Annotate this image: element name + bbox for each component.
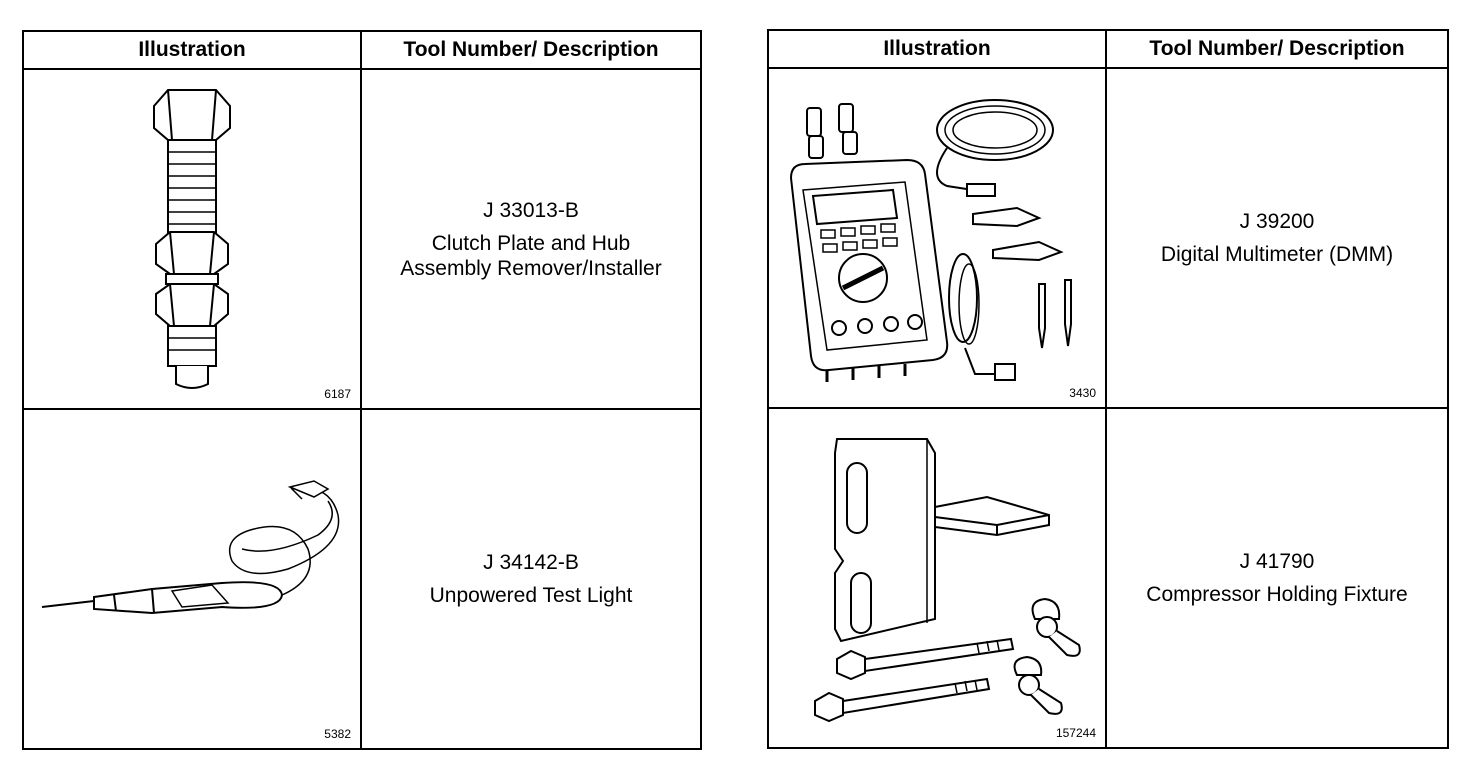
description-cell: J 39200 Digital Multimeter (DMM) — [1105, 67, 1449, 409]
tool-number: J 33013-B — [483, 198, 579, 222]
table-row: 5382 J 34142-B Unpowered Test Light — [22, 408, 702, 750]
table-row: 6187 J 33013-B Clutch Plate and Hub Asse… — [22, 68, 702, 410]
column-header-tool-description: Tool Number/ Description — [1105, 29, 1449, 69]
figure-number: 6187 — [324, 387, 351, 401]
table-header-row: Illustration Tool Number/ Description — [22, 30, 702, 70]
illustration-cell: 157244 — [767, 407, 1107, 749]
description-cell: J 33013-B Clutch Plate and Hub Assembly … — [360, 68, 702, 410]
tool-number: J 34142-B — [483, 551, 579, 574]
tool-name-line: Unpowered Test Light — [429, 584, 633, 607]
digital-multimeter-icon — [789, 99, 1072, 382]
column-header-illustration: Illustration — [22, 30, 362, 70]
tool-table-left: Illustration Tool Number/ Description — [22, 30, 702, 750]
illustration-cell: 5382 — [22, 408, 362, 750]
clutch-plate-hub-remover-icon — [153, 89, 231, 389]
table-row: 157244 J 41790 Compressor Holding Fixtur… — [767, 407, 1449, 749]
illustration-cell: 6187 — [22, 68, 362, 410]
tool-table-right: Illustration Tool Number/ Description — [767, 29, 1449, 749]
figure-number: 157244 — [1055, 726, 1096, 740]
tool-description: J 34142-B Unpowered Test Light — [362, 550, 700, 608]
tool-description: J 39200 Digital Multimeter (DMM) — [1107, 209, 1447, 267]
tool-number: J 39200 — [1239, 210, 1315, 233]
description-cell: J 34142-B Unpowered Test Light — [360, 408, 702, 750]
tool-name-line: Digital Multimeter (DMM) — [1160, 243, 1394, 266]
tool-name-line: Clutch Plate and Hub — [431, 231, 631, 255]
figure-number: 3430 — [1069, 386, 1096, 400]
compressor-holding-fixture-icon — [814, 438, 1081, 723]
tool-name-line: Assembly Remover/Installer — [400, 256, 662, 280]
figure-number: 5382 — [324, 727, 351, 741]
column-header-tool-description: Tool Number/ Description — [360, 30, 702, 70]
test-light-icon — [41, 480, 340, 615]
table-row: 3430 J 39200 Digital Multimeter (DMM) — [767, 67, 1449, 409]
column-header-illustration: Illustration — [767, 29, 1107, 69]
table-header-row: Illustration Tool Number/ Description — [767, 29, 1449, 69]
tool-description: J 33013-B Clutch Plate and Hub Assembly … — [362, 198, 700, 281]
tool-name-line: Compressor Holding Fixture — [1146, 583, 1408, 606]
tool-description: J 41790 Compressor Holding Fixture — [1107, 549, 1447, 607]
description-cell: J 41790 Compressor Holding Fixture — [1105, 407, 1449, 749]
illustration-cell: 3430 — [767, 67, 1107, 409]
tool-number: J 41790 — [1239, 550, 1315, 573]
